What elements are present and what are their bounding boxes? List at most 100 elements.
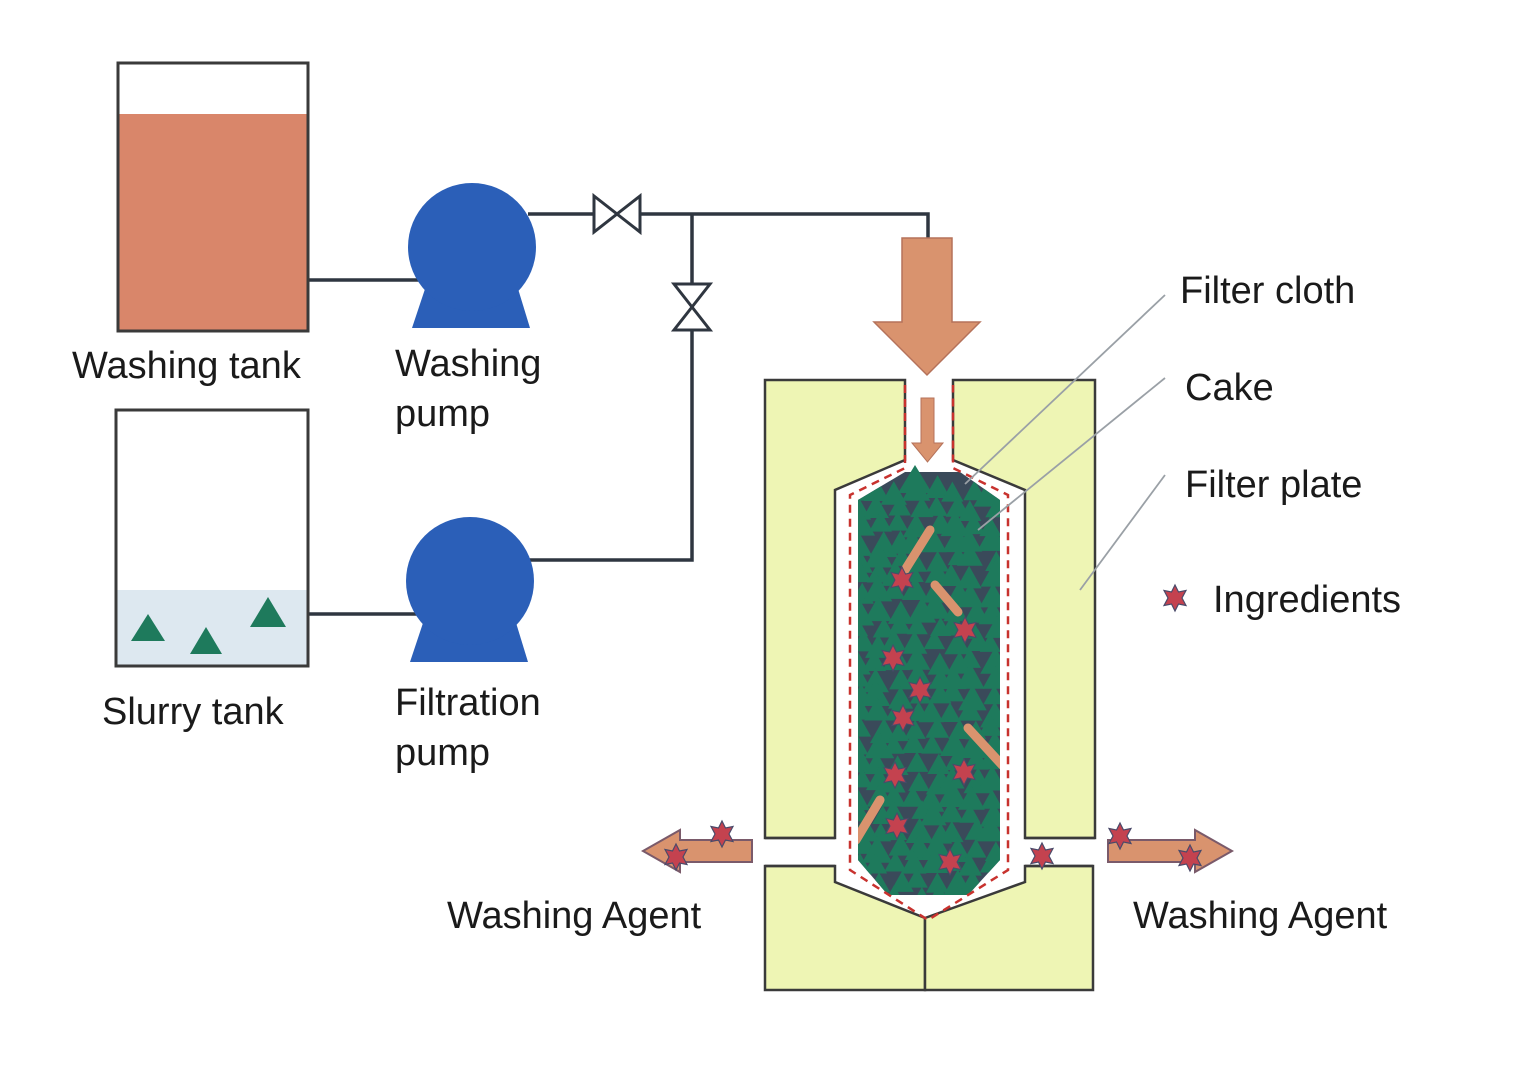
cake-particle <box>977 523 1000 551</box>
slurry-particles <box>131 597 286 654</box>
cake-particle <box>862 649 887 671</box>
cake-particle <box>905 817 934 844</box>
cake-particle <box>886 511 909 531</box>
cake-particle <box>955 662 985 689</box>
washing-pump-label-line1: Washing <box>395 343 541 385</box>
cake-particle <box>955 527 983 552</box>
washing-tank <box>116 61 310 333</box>
cake-flow-arrow <box>930 580 963 617</box>
cake-particle <box>858 665 870 687</box>
pipe-filtration-pump-to-header <box>528 214 694 562</box>
cake-particle <box>900 850 927 874</box>
cake-particle <box>858 510 876 536</box>
cake-particle <box>863 852 888 874</box>
leader-cake <box>977 377 1166 531</box>
cake-particle <box>858 747 874 773</box>
cake-particle <box>938 799 964 823</box>
cake-flow-arrow <box>858 795 885 845</box>
cake-particle <box>957 785 985 810</box>
cake-particle <box>858 629 876 652</box>
cake-particle <box>858 613 869 637</box>
cake-particle <box>939 820 964 843</box>
cake-particle <box>927 652 953 675</box>
cake-particle <box>982 665 1000 689</box>
cake-particle <box>864 751 890 775</box>
cake-particle <box>959 803 981 823</box>
cake-particle <box>888 833 913 856</box>
cake-particle <box>937 780 968 807</box>
cake-particle <box>888 613 912 634</box>
pipe-washing-pump-to-filter <box>528 212 930 240</box>
entering-particle <box>898 465 932 493</box>
cake-particle <box>858 710 872 737</box>
cake-particle <box>956 542 983 566</box>
filter-plate <box>763 378 1097 992</box>
cake-particle <box>957 854 982 876</box>
cake-particle <box>980 560 1000 587</box>
cake-particle <box>882 578 906 599</box>
cake-particle <box>904 719 926 739</box>
cake-particle <box>925 495 948 516</box>
cake-particle <box>901 731 926 754</box>
cake-particle <box>977 765 1000 791</box>
cake-particle <box>887 600 914 624</box>
cake-particle <box>858 561 872 583</box>
cake-particle <box>862 494 889 518</box>
cake-particle <box>927 753 951 774</box>
cake-particle <box>985 551 1000 571</box>
washing-tank-label: Washing tank <box>72 345 302 387</box>
cake-particle <box>921 734 944 754</box>
cake-particle <box>923 629 946 650</box>
cake-particle <box>862 835 893 863</box>
cake-particle <box>858 731 869 755</box>
cake-particle <box>979 802 1000 827</box>
cake-particle <box>858 796 871 822</box>
inflow-arrow-icon <box>872 237 982 377</box>
washing-pump-icon <box>408 183 536 328</box>
cake-particle <box>858 492 872 520</box>
cake-particle <box>888 495 911 516</box>
filter-plate-label: Filter plate <box>1185 464 1362 506</box>
cake-particle <box>957 698 983 721</box>
filtration-pump-label-line2: pump <box>395 732 490 774</box>
washing-liquid <box>119 114 307 330</box>
cake-particle <box>924 560 950 583</box>
cake-particle <box>981 789 1000 809</box>
cake-particle <box>922 832 951 858</box>
cake-particle <box>940 679 965 702</box>
leader-lines <box>964 294 1166 591</box>
cake-particle <box>906 615 928 635</box>
leader-filter-plate <box>1079 474 1166 591</box>
cake-particle <box>903 645 931 670</box>
ingredients-legend-icon <box>1163 584 1187 612</box>
valve-vertical-icon <box>670 282 714 332</box>
cake-particle <box>944 630 971 655</box>
cake-particle <box>939 730 969 757</box>
cake-particle <box>902 513 930 538</box>
cake-particle <box>940 510 970 537</box>
cake-flow-arrow <box>963 723 1000 770</box>
cake-particle <box>925 716 950 738</box>
cake-particle <box>920 591 951 619</box>
cake-particle <box>905 867 928 888</box>
filter-cloth-label: Filter cloth <box>1180 270 1355 312</box>
washing-agent-label-right: Washing Agent <box>1133 895 1388 937</box>
cake-particle <box>958 648 981 668</box>
cake-particle <box>947 884 971 895</box>
cake-particle <box>904 661 932 687</box>
leader-filter-cloth <box>964 294 1166 485</box>
cake-particle <box>908 771 930 792</box>
cake-particle <box>866 560 892 583</box>
cake-particle <box>881 799 906 822</box>
cake-particle <box>956 565 982 589</box>
filtration-pump-label-line1: Filtration <box>395 682 541 724</box>
cake-particle <box>975 814 1000 842</box>
cake-particle <box>940 766 965 789</box>
cake-particle <box>858 786 870 811</box>
cake-particle <box>858 696 873 720</box>
cake-particle <box>864 542 893 568</box>
cake-particle <box>901 576 929 601</box>
outflow-arrow-left-icon <box>640 828 753 874</box>
washing-pump-label-line2: pump <box>395 393 490 435</box>
